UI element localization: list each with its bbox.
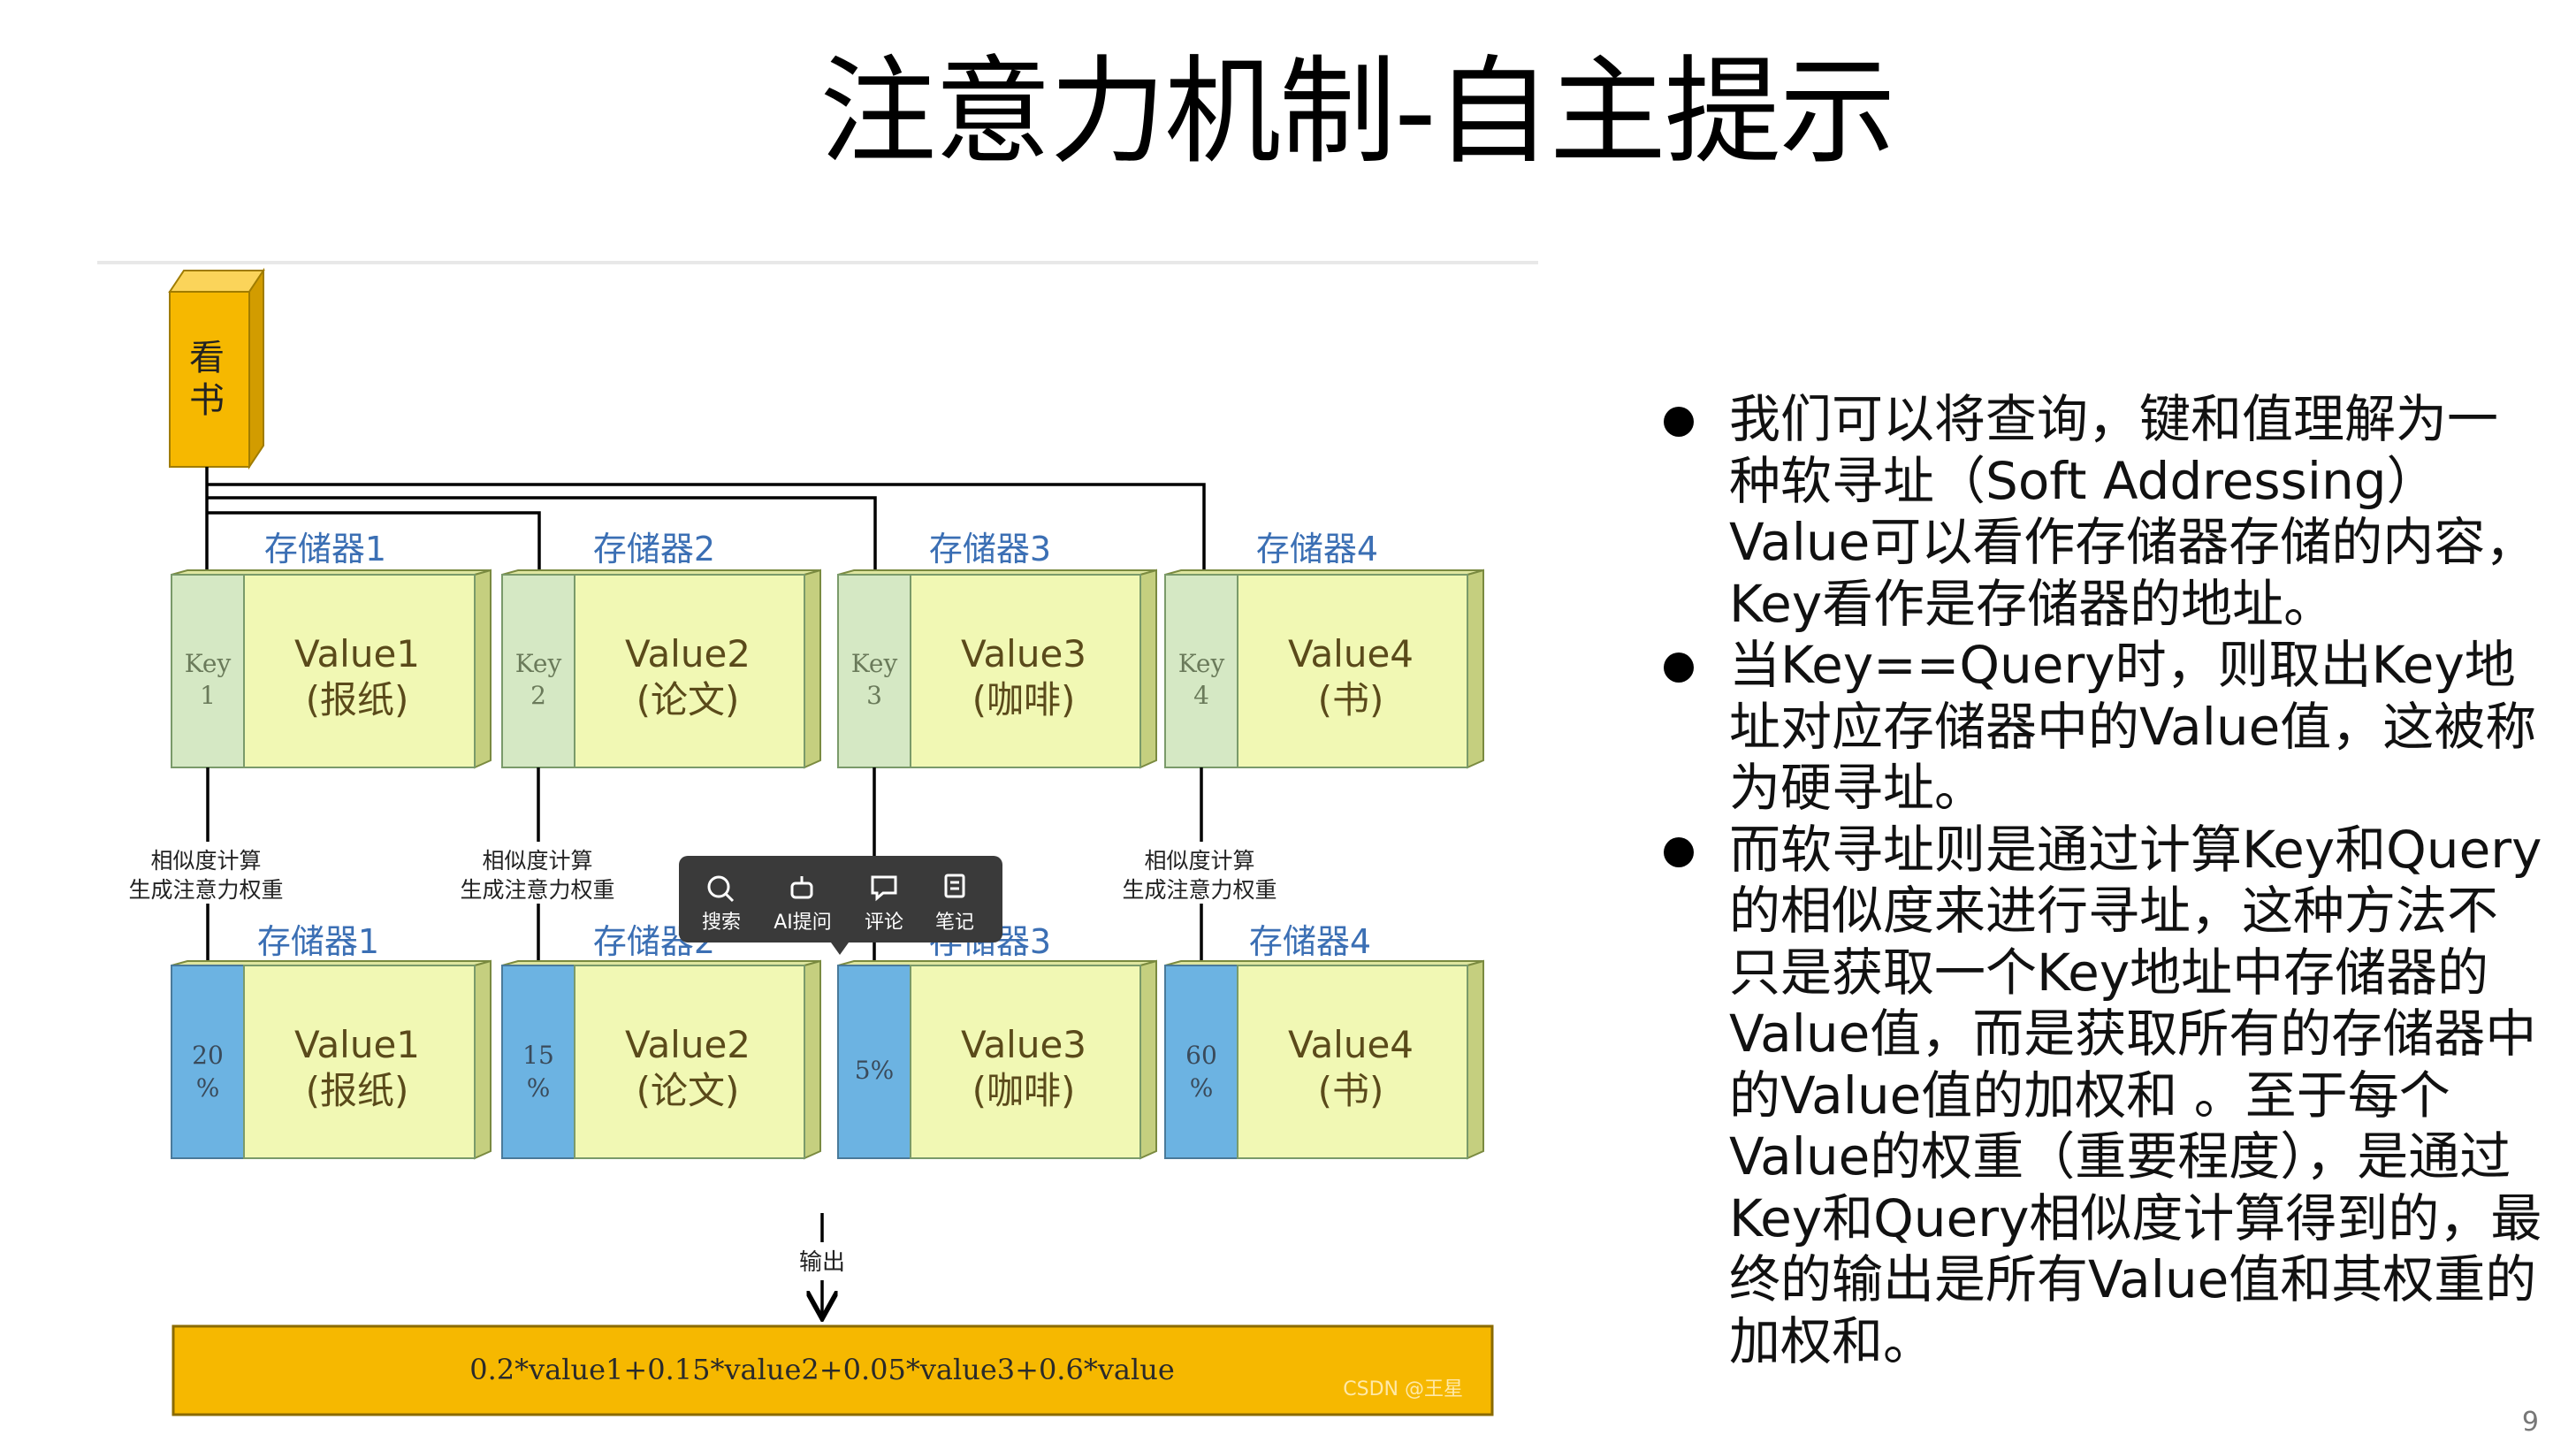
slide-title: 注意力机制-自主提示	[819, 44, 1896, 180]
output-arrow: 输出	[799, 1213, 845, 1316]
toolbar-ai-button[interactable]: AI提问	[774, 876, 832, 934]
key-number: 3	[866, 681, 882, 710]
value-sub: (论文)	[636, 678, 740, 721]
bottom-store-2: 存储器2 15 % Value2 (论文)	[501, 922, 821, 1160]
ai-robot-icon	[790, 876, 813, 899]
value-sub: (报纸)	[306, 678, 409, 721]
weight-number: 15	[522, 1041, 554, 1070]
bullet-list: 我们可以将查询，键和值理解为一种软寻址（Soft Addressing）Valu…	[1662, 389, 2546, 1372]
bullet-item: 而软寻址则是通过计算Key和Query的相似度来进行寻址，这种方法不只是获取一个…	[1662, 820, 2546, 1373]
weight-number: 20	[192, 1041, 224, 1070]
query-box: 看 书	[168, 267, 265, 470]
value-cell	[574, 965, 805, 1159]
value-sub: (咖啡)	[972, 1069, 1076, 1112]
output-bar: 0.2*value1+0.15*value2+0.05*value3+0.6*v…	[171, 1324, 1494, 1416]
store-label: 存储器1	[257, 922, 379, 961]
bullet-item: 我们可以将查询，键和值理解为一种软寻址（Soft Addressing）Valu…	[1662, 389, 2546, 635]
calc-label-line1: 相似度计算	[482, 848, 592, 874]
key-number: 4	[1193, 681, 1209, 710]
output-formula: 0.2*value1+0.15*value2+0.05*value3+0.6*v…	[469, 1353, 1175, 1386]
weight-percent: %	[1190, 1073, 1214, 1103]
weight-cell	[171, 965, 245, 1159]
weight-percent: %	[196, 1073, 220, 1103]
value-label: Value1	[294, 1023, 420, 1066]
toolbar-note-button[interactable]: 笔记	[935, 874, 974, 934]
value-label: Value1	[294, 632, 420, 675]
value-cell	[1237, 965, 1468, 1159]
top-store-2: 存储器2 Key 2 Value2 (论文)	[501, 530, 821, 769]
calc-label-line2: 生成注意力权重	[1122, 877, 1277, 903]
key-cell	[1164, 574, 1238, 768]
query-connectors	[207, 467, 1204, 598]
comment-icon	[871, 875, 897, 902]
calc-label-line2: 生成注意力权重	[460, 877, 614, 903]
value-sub: (书)	[1318, 1069, 1384, 1112]
value-cell	[574, 574, 805, 768]
key-label: Key	[1178, 649, 1225, 678]
store-label: 存储器4	[1249, 922, 1371, 961]
key-label: Key	[185, 649, 232, 678]
value-label: Value2	[625, 632, 751, 675]
key-label: Key	[851, 649, 898, 678]
value-label: Value2	[625, 1023, 751, 1066]
bottom-store-3: 存储器3 5% Value3 (咖啡)	[837, 922, 1157, 1160]
calc-label-line1: 相似度计算	[1144, 848, 1254, 874]
toolbar-label: 搜索	[702, 912, 741, 934]
weight-cell	[501, 965, 575, 1159]
calc-label-line1: 相似度计算	[150, 848, 261, 874]
key-cell	[171, 574, 245, 768]
note-icon	[944, 874, 965, 898]
toolbar-search-button[interactable]: 搜索	[702, 875, 741, 934]
weight-cell	[1164, 965, 1238, 1159]
toolbar-label: 笔记	[935, 912, 974, 934]
toolbar-label: 评论	[865, 912, 903, 934]
top-store-4: 存储器4 Key 4 Value4 (书)	[1164, 530, 1484, 769]
key-number: 2	[530, 681, 546, 710]
bottom-store-1: 存储器1 20 % Value1 (报纸)	[171, 922, 492, 1160]
value-sub: (报纸)	[306, 1069, 409, 1112]
store-label: 存储器1	[264, 530, 386, 569]
value-cell	[243, 965, 476, 1159]
bottom-store-4: 存储器4 60 % Value4 (书)	[1164, 922, 1484, 1160]
value-cell	[910, 965, 1141, 1159]
bullet-item: 当Key==Query时，则取出Key地址对应存储器中的Value值，这被称为硬…	[1662, 635, 2546, 820]
value-label: Value4	[1288, 632, 1414, 675]
store-label: 存储器2	[593, 530, 715, 569]
watermark: CSDN @王星	[1343, 1378, 1463, 1400]
key-label: Key	[515, 649, 562, 678]
search-icon	[707, 875, 735, 903]
value-sub: (论文)	[636, 1069, 740, 1112]
store-label: 存储器3	[929, 530, 1051, 569]
key-cell	[837, 574, 911, 768]
value-label: Value3	[961, 632, 1086, 675]
weight-number: 60	[1185, 1041, 1217, 1070]
query-char-1: 看	[189, 338, 225, 378]
value-cell	[1237, 574, 1468, 768]
store-label: 存储器4	[1256, 530, 1378, 569]
value-sub: (书)	[1318, 678, 1384, 721]
value-cell	[243, 574, 476, 768]
key-number: 1	[200, 681, 216, 710]
top-store-3: 存储器3 Key 3 Value3 (咖啡)	[837, 530, 1157, 769]
weight-percent: 5%	[855, 1056, 894, 1085]
toolbar-comment-button[interactable]: 评论	[865, 875, 903, 934]
value-label: Value3	[961, 1023, 1086, 1066]
selection-toolbar[interactable]: 搜索 AI提问 评论 笔记	[679, 856, 1002, 955]
page-number: 9	[2521, 1407, 2539, 1438]
toolbar-label: AI提问	[774, 912, 832, 934]
value-sub: (咖啡)	[972, 678, 1076, 721]
similarity-labels: 相似度计算 生成注意力权重 相似度计算 生成注意力权重 相似度计算 生成注意力权…	[128, 842, 1284, 904]
value-label: Value4	[1288, 1023, 1414, 1066]
output-label: 输出	[799, 1249, 845, 1276]
attention-diagram: 看 书 存储器1 Key 1 Value1 (报纸) 存储器2 Key 2 Va…	[97, 261, 1538, 1416]
weight-percent: %	[527, 1073, 551, 1103]
top-store-1: 存储器1 Key 1 Value1 (报纸)	[171, 530, 492, 769]
value-cell	[910, 574, 1141, 768]
query-char-2: 书	[189, 380, 225, 421]
calc-label-line2: 生成注意力权重	[128, 877, 283, 903]
